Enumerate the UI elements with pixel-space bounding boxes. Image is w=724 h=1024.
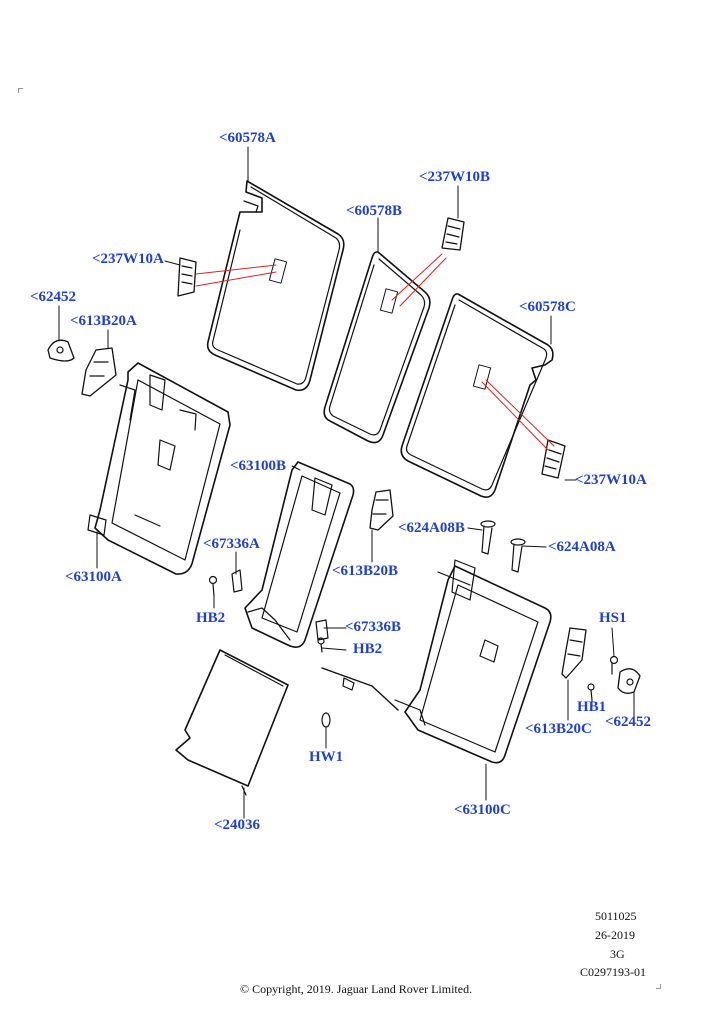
callout-60578b[interactable]: <60578B xyxy=(346,203,403,219)
bolt-hb2-left xyxy=(208,575,218,597)
bolt-hb1 xyxy=(587,683,595,701)
knob-62452-right xyxy=(617,668,641,694)
clip-67336b xyxy=(315,619,329,641)
callout-613b20a[interactable]: <613B20A xyxy=(70,313,137,329)
crop-mark-top-left xyxy=(18,88,23,93)
callout-613b20b[interactable]: <613B20B xyxy=(332,563,399,579)
hinge-613b20c xyxy=(561,627,587,679)
callout-62452-right[interactable]: <62452 xyxy=(605,714,652,730)
callout-hs1[interactable]: HS1 xyxy=(599,610,627,626)
rod-hw1 xyxy=(321,667,399,728)
reference-code: 3G xyxy=(610,947,625,961)
seat-frame-b xyxy=(244,461,355,648)
seat-back-panel-c xyxy=(400,293,554,498)
callout-24036[interactable]: <24036 xyxy=(214,817,261,833)
callout-hw1[interactable]: HW1 xyxy=(309,749,344,765)
callout-60578c[interactable]: <60578C xyxy=(519,299,576,315)
reference-number: 5011025 xyxy=(595,909,637,923)
pivot-pin-624a08a xyxy=(510,538,526,573)
clip-67336a xyxy=(231,569,243,593)
callout-63100c[interactable]: <63100C xyxy=(454,802,511,818)
callout-624a08b[interactable]: <624A08B xyxy=(398,520,465,536)
illustration-id: C0297193-01 xyxy=(580,965,646,979)
callout-67336a[interactable]: <67336A xyxy=(203,536,260,552)
copyright-notice: © Copyright, 2019. Jaguar Land Rover Lim… xyxy=(240,982,473,996)
callout-62452-left[interactable]: <62452 xyxy=(30,289,77,305)
hinge-613b20a xyxy=(81,347,117,397)
callout-63100a[interactable]: <63100A xyxy=(65,569,122,585)
crop-mark-bottom-right xyxy=(656,984,661,989)
seat-back-panel-b xyxy=(323,251,431,444)
cover-24036 xyxy=(175,649,289,796)
knob-62452-left xyxy=(47,339,75,362)
callout-237w10a-left[interactable]: <237W10A xyxy=(92,251,164,267)
red-leader-lines xyxy=(195,253,555,451)
callout-hb2-right[interactable]: HB2 xyxy=(353,641,383,657)
bolt-hs1 xyxy=(609,655,619,675)
callout-237w10a-right[interactable]: <237W10A xyxy=(575,472,647,488)
hook-237w10a-left xyxy=(177,257,197,297)
seat-frame-a xyxy=(87,362,231,575)
hook-237w10b xyxy=(441,217,465,251)
hook-237w10a-right xyxy=(541,439,566,479)
callout-624a08a[interactable]: <624A08A xyxy=(548,539,616,555)
hinge-613b20b xyxy=(369,489,394,531)
reference-date: 26-2019 xyxy=(595,928,635,942)
callout-67336b[interactable]: <67336B xyxy=(345,619,402,635)
callout-hb2-left[interactable]: HB2 xyxy=(196,610,226,626)
callout-237w10b[interactable]: <237W10B xyxy=(419,169,491,185)
pivot-pin-624a08b xyxy=(480,520,496,555)
callout-hb1[interactable]: HB1 xyxy=(577,699,607,715)
leader-lines xyxy=(58,146,635,819)
seat-frame-c xyxy=(394,559,552,764)
callout-60578a[interactable]: <60578A xyxy=(219,130,276,146)
seat-back-panel-a xyxy=(206,180,345,392)
callout-63100b[interactable]: <63100B xyxy=(230,458,287,474)
callout-613b20c[interactable]: <613B20C xyxy=(525,721,592,737)
